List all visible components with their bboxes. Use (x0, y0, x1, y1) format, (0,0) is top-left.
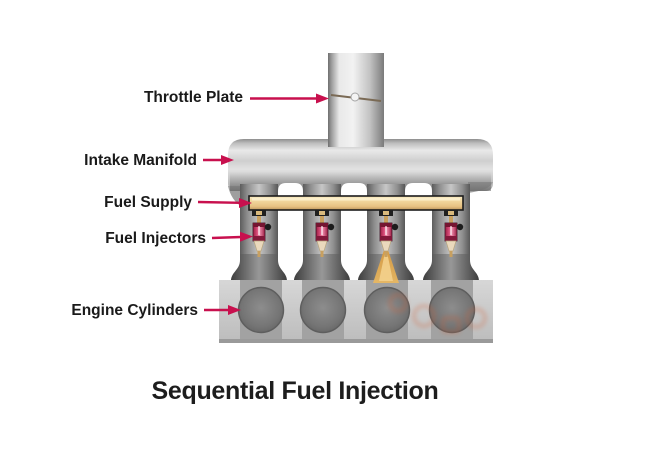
diagram-title: Sequential Fuel Injection (152, 377, 439, 405)
engine-cylinder (363, 286, 411, 334)
injector-bolt-dot (327, 223, 335, 231)
runner-bell (423, 254, 479, 281)
engine-cylinder (428, 286, 476, 334)
runner-bell (231, 254, 287, 281)
fuel-injectors (252, 210, 464, 257)
fuel-rail-highlight (252, 198, 460, 201)
fuel-spray (373, 250, 399, 283)
arrowhead-fuel-injectors (240, 231, 253, 242)
label-throttle-plate: Throttle Plate (144, 89, 243, 106)
injector-bolt-dot (264, 223, 272, 231)
label-fuel-injectors: Fuel Injectors (105, 230, 206, 247)
fuel-injector (252, 210, 272, 257)
callouts: Throttle Plate Intake Manifold Fuel Supp… (71, 89, 329, 319)
engine-block (219, 280, 493, 343)
engine-cylinder (299, 286, 347, 334)
fuel-injector (444, 210, 464, 257)
arrow-fuel-injectors (211, 235, 242, 240)
arrowhead-engine-cylinders (228, 305, 241, 315)
arch-cutout (405, 183, 432, 194)
block-bottom-edge (219, 339, 493, 343)
fuel-rail-assembly (248, 195, 464, 211)
throttle-shaft-ball (350, 92, 360, 102)
label-fuel-supply: Fuel Supply (104, 194, 192, 211)
engine-cylinder (237, 286, 285, 334)
label-intake-manifold: Intake Manifold (84, 152, 197, 169)
arrowhead-throttle-plate (316, 93, 329, 104)
arrowhead-fuel-supply (239, 198, 252, 208)
watermark (388, 293, 487, 334)
runner-bell (294, 254, 350, 281)
fuel-injector (379, 210, 399, 257)
fuel-injector (315, 210, 335, 257)
injector-bolt-dot (456, 223, 464, 231)
arrowhead-intake-manifold (221, 155, 234, 165)
injector-bolt-dot (391, 223, 399, 231)
arch-cutout (278, 183, 303, 194)
throttle-plate (330, 92, 382, 102)
arrow-fuel-supply (197, 200, 241, 204)
arch-cutout (341, 183, 367, 194)
label-engine-cylinders: Engine Cylinders (71, 302, 198, 319)
